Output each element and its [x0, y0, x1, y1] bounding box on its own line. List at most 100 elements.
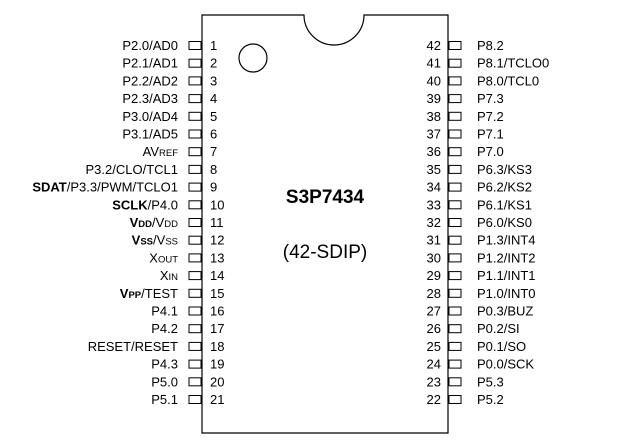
pin-label: P2.0/AD0: [122, 38, 178, 53]
pin-lead: [188, 218, 202, 227]
pin-label: P5.1: [151, 392, 178, 407]
pin-label-part: P6.2/KS2: [477, 180, 532, 195]
pin-label: P6.3/KS3: [477, 162, 532, 177]
pin-label-part: P4.1: [151, 304, 178, 319]
pin-lead: [448, 147, 462, 157]
pin-lead: [448, 359, 462, 369]
pin-label-part: P3.1/AD5: [122, 127, 178, 142]
pin-lead: [448, 111, 462, 121]
pin-lead: [448, 306, 462, 316]
chip-package: (42-SDIP): [283, 242, 367, 263]
pin-13: 13 XOUT: [149, 250, 224, 265]
pin-lead: [188, 271, 202, 281]
pin-label: VPP/TEST: [120, 286, 178, 301]
pin-number: 3: [210, 73, 217, 88]
pin-label-part: P5.2: [477, 392, 504, 407]
pin-number: 29: [427, 268, 441, 283]
pin-36: 36 P7.0: [427, 144, 504, 159]
pin-8: 8 P3.2/CLO/TCL1: [86, 162, 218, 177]
pin-number: 15: [210, 286, 224, 301]
pin-label: VSS/VSS: [132, 233, 178, 248]
pin-label-part: AV: [143, 144, 160, 159]
pin-label: P4.3: [151, 357, 178, 372]
pin-lead: [448, 41, 462, 50]
pin-number: 8: [210, 162, 217, 177]
pin-label-part: P2.3/AD3: [122, 91, 178, 106]
pin-number: 1: [210, 38, 217, 53]
pin-label-part: P0.2/SI: [477, 321, 520, 336]
pin-lead: [188, 341, 202, 351]
pin-label: SCLK/P4.0: [112, 197, 178, 212]
pin-label: P7.0: [477, 144, 504, 159]
pin-number: 32: [427, 215, 441, 230]
pin-lead: [448, 218, 462, 227]
pin-38: 38 P7.2: [427, 109, 504, 124]
pin-lead: [188, 58, 202, 68]
pin-number: 13: [210, 250, 224, 265]
pin-label: P4.1: [151, 304, 178, 319]
pin-label: P5.0: [151, 374, 178, 389]
pin-label: P0.1/SO: [477, 339, 526, 354]
pin-label-part: DD: [138, 219, 152, 230]
pin-lead: [448, 94, 462, 104]
pin-label-part: /V: [152, 215, 165, 230]
pin-label: XOUT: [149, 250, 178, 265]
pin-lead: [448, 76, 462, 86]
pin-label: P1.1/INT1: [477, 268, 536, 283]
pin-label: P5.3: [477, 374, 504, 389]
pin-number: 19: [210, 357, 224, 372]
pin-label: AVREF: [143, 144, 179, 159]
pin-37: 37 P7.1: [427, 127, 504, 142]
pin-number: 26: [427, 321, 441, 336]
pin-label: P1.3/INT4: [477, 233, 536, 248]
pin-label-part: P8.2: [477, 38, 504, 53]
pin-label-part: P0.1/SO: [477, 339, 526, 354]
pin-6: 6P3.1/AD5: [122, 127, 217, 142]
pin-label-part: P4.2: [151, 321, 178, 336]
pin-label: P8.0/TCL0: [477, 73, 539, 88]
pin-label-part: P4.3: [151, 357, 178, 372]
pin-label: P0.0/SCK: [477, 357, 534, 372]
pin-number: 37: [427, 127, 441, 142]
pin-number: 24: [427, 357, 441, 372]
pin-label-part: P7.2: [477, 109, 504, 124]
pin-label-part: P3.2/CLO/TCL1: [86, 162, 179, 177]
pin-label-part: IN: [169, 272, 179, 283]
pin-label-part: P2.1/AD1: [122, 56, 178, 71]
pin-lead: [188, 359, 202, 369]
pin-lead: [448, 324, 462, 334]
pin-label-part: X: [160, 268, 169, 283]
pin-label-part: OUT: [158, 254, 178, 265]
pin-lead: [448, 288, 462, 298]
pin-lead: [448, 235, 462, 245]
pin-label: P8.1/TCLO0: [477, 56, 549, 71]
pin-label-part: P1.0/INT0: [477, 286, 536, 301]
pin-29: 29 P1.1/INT1: [427, 268, 536, 283]
pin-number: 36: [427, 144, 441, 159]
pin-lead: [188, 94, 202, 104]
pin-number: 33: [427, 197, 441, 212]
pin-lead: [448, 253, 462, 263]
pin-label: VDD/VDD: [130, 215, 179, 230]
pin-lead: [448, 395, 462, 404]
pin-number: 31: [427, 233, 441, 248]
pin-label: P7.1: [477, 127, 504, 142]
pin-number: 38: [427, 109, 441, 124]
pin-number: 7: [210, 144, 217, 159]
pin-26: 26 P0.2/SI: [427, 321, 520, 336]
pin-label-part: SDAT: [32, 180, 66, 195]
pin-number: 42: [427, 38, 441, 53]
